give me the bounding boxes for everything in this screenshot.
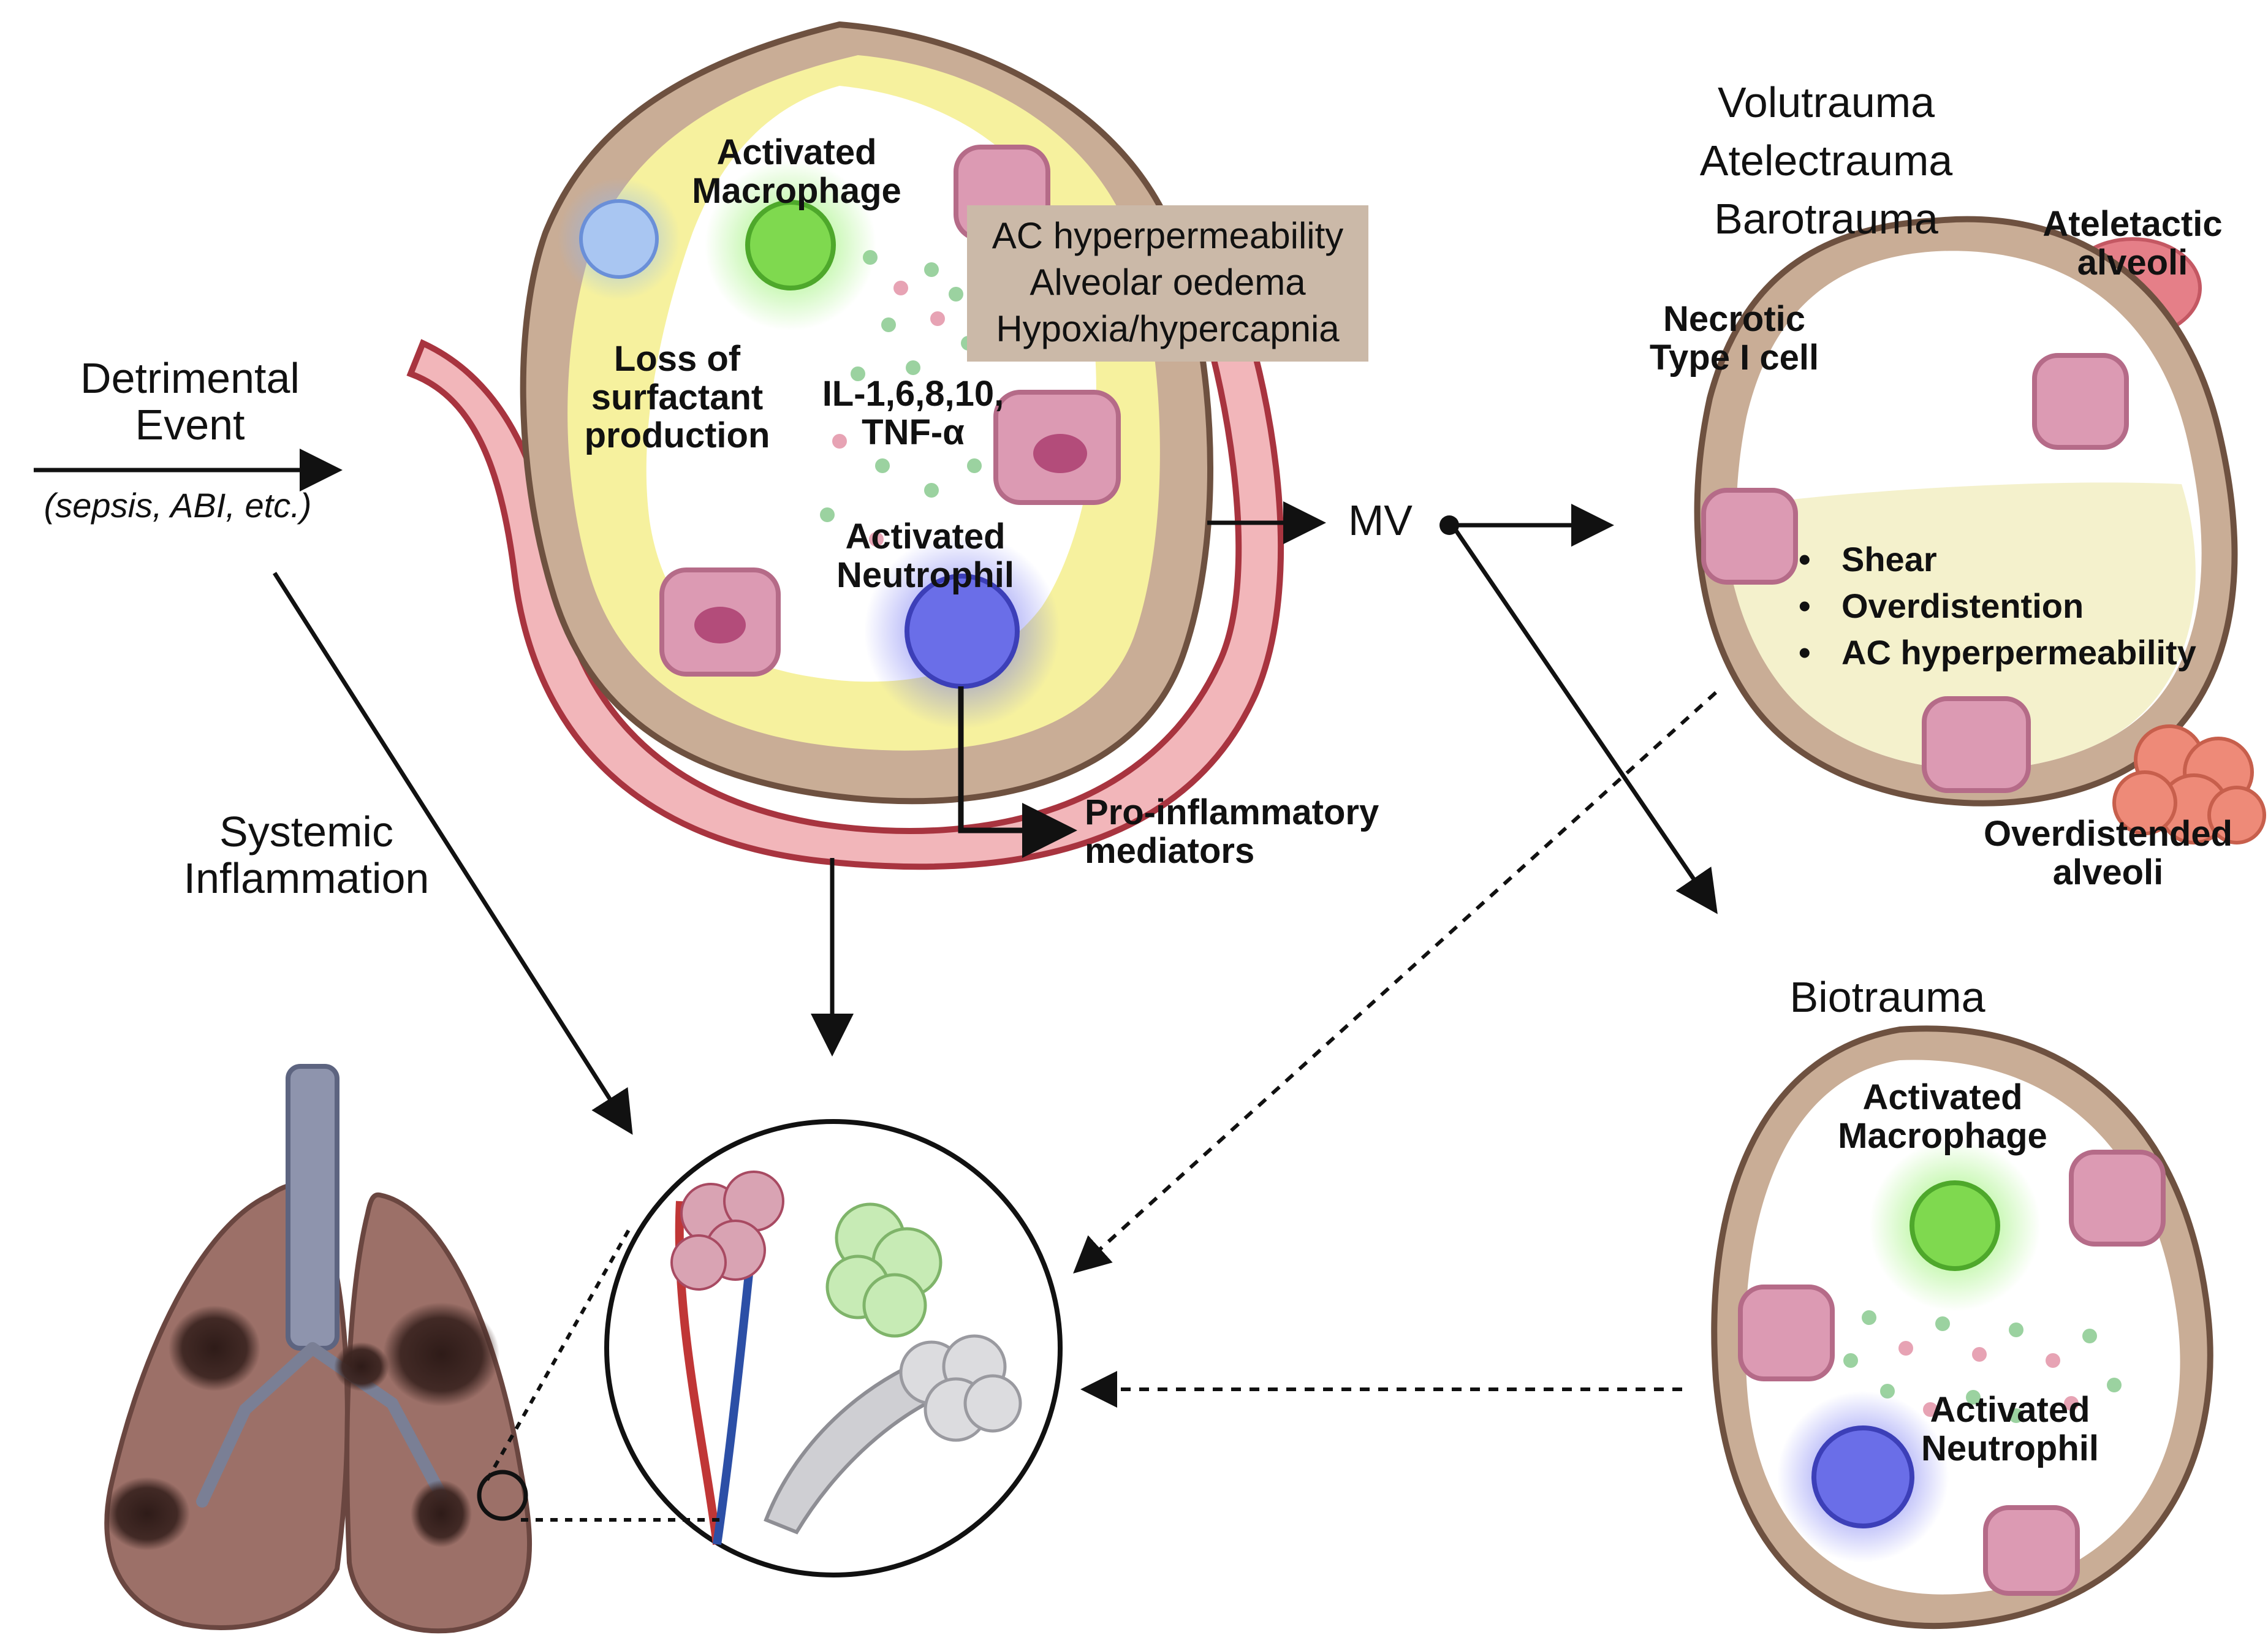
systemic-arrow	[273, 572, 633, 1135]
trachea	[286, 1064, 339, 1351]
biotrauma-alveolus	[1711, 1025, 2213, 1630]
green-alveoli-cluster	[825, 1202, 942, 1338]
bullet-overdistention: Overdistention	[1799, 583, 2196, 629]
overdistended-alveoli	[2112, 724, 2266, 844]
bullet-ac-hyperpermeability: AC hyperpermeability	[1799, 629, 2196, 676]
grey-alveoli-cluster	[899, 1334, 1022, 1442]
volutrauma-label: Volutrauma	[1717, 78, 1935, 126]
magnify-lens	[477, 1470, 528, 1521]
atelectrauma-label: Atelectrauma	[1699, 137, 1953, 184]
biotrauma-macrophage-cell	[1910, 1180, 2000, 1271]
overdistended-alveoli-label: Overdistended alveoli	[1983, 814, 2233, 892]
cell-nucleus	[1033, 434, 1087, 473]
systemic-inflammation-label: Systemic Inflammation	[183, 808, 430, 902]
bullet-shear: Shear	[1799, 536, 2196, 583]
type-ii-cell	[2032, 353, 2129, 450]
activated-neutrophil-label: Activated Neutrophil	[836, 517, 1014, 595]
biotrauma-neutrophil-cell	[1811, 1425, 1914, 1528]
cytokines-label: IL-1,6,8,10, TNF-α	[822, 374, 1004, 452]
injury-to-center-dotted	[1073, 691, 1718, 1274]
lymphocyte-cell	[579, 199, 659, 279]
atelectatic-alveoli-label: Ateletactic alveoli	[2042, 204, 2223, 283]
mv-to-biotrauma-arrow	[1451, 524, 1718, 914]
biotrauma-neutrophil-label: Activated Neutrophil	[1921, 1390, 2099, 1468]
activated-macrophage-cell	[745, 200, 836, 290]
lung-lesion	[411, 1480, 472, 1547]
lung-lesion	[383, 1302, 499, 1406]
effect-ac-hyperpermeability: AC hyperpermeability	[992, 215, 1344, 256]
biotrauma-title: Biotrauma	[1789, 973, 1985, 1021]
zoom-line-top	[485, 1224, 633, 1481]
mv-node	[1439, 515, 1459, 535]
detrimental-event-label: Detrimental Event	[80, 354, 300, 449]
biotrauma-cytokines	[1843, 1310, 2122, 1423]
magnified-alveoli	[604, 1119, 1063, 1577]
injury-bullets: Shear Overdistention AC hyperpermeabilit…	[1799, 536, 2196, 676]
mv-label: MV	[1348, 496, 1413, 544]
cell-nucleus	[694, 607, 746, 643]
type-ii-cell	[1983, 1505, 2080, 1596]
type-ii-cell	[1922, 696, 2031, 793]
type-ii-cell	[1738, 1285, 1835, 1381]
effects-box: AC hyperpermeability Alveolar oedema Hyp…	[967, 205, 1368, 362]
necrotic-cell-label: Necrotic Type I cell	[1649, 299, 1819, 378]
loss-surfactant-label: Loss of surfactant production	[584, 339, 770, 456]
lung-lesion	[104, 1477, 190, 1550]
lung-lesion	[334, 1342, 389, 1391]
connectors	[34, 449, 1718, 1522]
capillary-cluster	[670, 1171, 784, 1291]
right-lung	[344, 1192, 533, 1634]
effect-alveolar-oedema: Alveolar oedema	[1030, 262, 1306, 303]
pro-inflammatory-arrow	[958, 686, 1077, 858]
lung-lesion	[169, 1305, 260, 1391]
effect-hypoxia: Hypoxia/hypercapnia	[996, 308, 1340, 349]
barotrauma-label: Barotrauma	[1714, 195, 1938, 243]
biotrauma-macrophage-label: Activated Macrophage	[1838, 1077, 2047, 1156]
activated-macrophage-label: Activated Macrophage	[692, 132, 901, 211]
trauma-list: Volutrauma Atelectrauma Barotrauma	[1655, 74, 1998, 248]
necrotic-type-i-cell	[1701, 488, 1798, 585]
type-ii-cell	[2069, 1150, 2166, 1247]
pro-inflammatory-label: Pro-inflammatory mediators	[1085, 792, 1379, 871]
event-examples-label: (sepsis, ABI, etc.)	[44, 486, 312, 525]
lungs	[104, 1064, 533, 1634]
